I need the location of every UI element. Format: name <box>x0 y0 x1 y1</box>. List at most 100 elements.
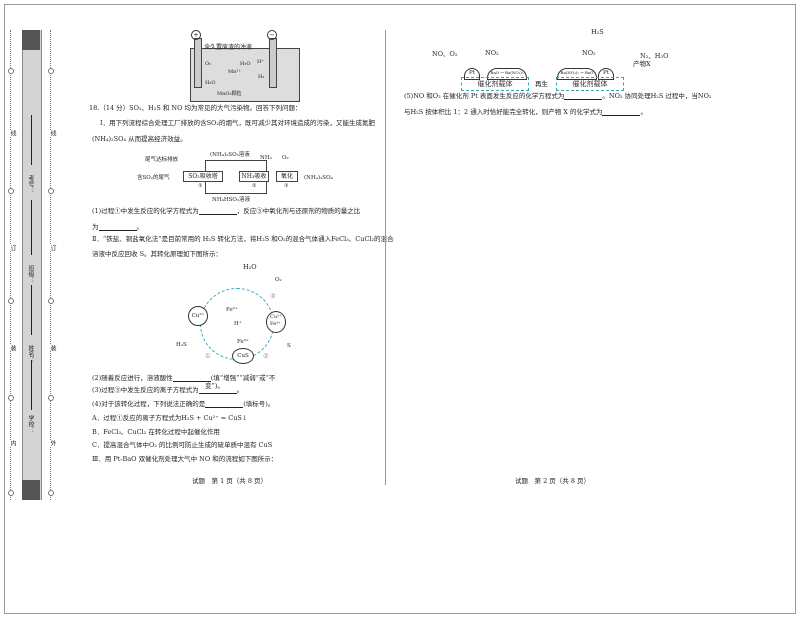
label: Pt <box>464 68 480 80</box>
answer-blank[interactable] <box>198 208 237 215</box>
decoration <box>8 395 14 401</box>
label: CuS <box>232 348 254 364</box>
answer-blank[interactable] <box>172 375 211 382</box>
strip-top-block <box>22 30 40 50</box>
fill-line[interactable] <box>31 360 32 410</box>
label: 催化剂载体 <box>556 77 624 91</box>
label: Cu²⁺ <box>188 306 208 326</box>
label: H⁺ <box>234 321 242 327</box>
mark: 线 <box>48 130 57 136</box>
decoration <box>269 38 277 88</box>
label: 含久置废渣的浊液 <box>204 44 253 51</box>
answer-blank[interactable] <box>98 224 137 231</box>
label: (填“增强”“减弱”或“不 <box>210 374 276 382</box>
label: MnO₂颗粒 <box>217 91 242 97</box>
label: 含SO₂的尾气 <box>137 175 170 181</box>
label: NH₃吸收 <box>239 171 269 182</box>
decoration <box>8 188 14 194</box>
outer-dotted-line <box>10 30 11 500</box>
answer-blank[interactable] <box>205 401 244 408</box>
label: 为 <box>92 223 99 231</box>
label: O₂ <box>275 277 282 283</box>
label: (填标号)。 <box>243 400 275 408</box>
decoration <box>205 181 267 194</box>
label: H⁺ <box>257 59 264 65</box>
mark: 装 <box>48 345 57 351</box>
label: Mn²⁺ <box>228 69 241 75</box>
answer-blank[interactable] <box>602 109 641 116</box>
label: NO₂ <box>582 49 596 57</box>
label: 。 <box>236 386 244 394</box>
label: H₂S <box>176 342 187 348</box>
label: (5)NO 和O₂ 在催化剂 Pt 表面发生反应的化学方程式为 <box>404 92 565 100</box>
decoration <box>8 298 14 304</box>
decoration <box>194 38 202 88</box>
fill-line[interactable] <box>31 285 32 335</box>
decoration <box>48 298 54 304</box>
option-c: C．提高混合气体中O₂ 的比例可防止生成的硫单质中混有 CuS <box>92 441 273 449</box>
decoration <box>190 48 300 102</box>
label: 尾气达标排放 <box>145 157 179 163</box>
label: (NH₄)₂SO₃溶液 <box>210 152 250 158</box>
label: H₂S <box>591 28 604 36</box>
decoration <box>48 395 54 401</box>
q1: (1)过程①中发生反应的化学方程式为，反应③中氧化剂与还原剂的物质的量之比 <box>92 207 360 215</box>
label: N₂、H₂O <box>640 52 669 60</box>
q18-part3: Ⅲ．用 Pt-BaO 双催化剂处理大气中 NO 和的流程如下图所示： <box>92 455 278 463</box>
q18-part2-cont: 溶液中反应回收 S。其转化原理如下图所示： <box>92 250 223 258</box>
label: ② <box>263 352 269 360</box>
label: 。 <box>136 223 144 231</box>
label: S <box>287 343 291 349</box>
decoration <box>8 68 14 74</box>
label: 与H₂S 按体积比 1：2 通入时恰好能完全转化，则产物 X 的化学式为 <box>404 108 603 116</box>
label: 产物X <box>633 60 651 68</box>
fill-line[interactable] <box>31 200 32 255</box>
strip-bottom-block <box>22 480 40 500</box>
field-exam-no: 考号： <box>27 175 34 193</box>
q18-part1: Ⅰ．用下列流程综合处理工厂排放的含SO₂的烟气，既可减少其对环境造成的污染，又能… <box>100 119 375 127</box>
decoration <box>48 490 54 496</box>
label: ③ <box>284 183 289 189</box>
label: H₂O <box>243 263 257 271</box>
mark: 外 <box>48 440 57 446</box>
answer-blank[interactable] <box>564 93 603 100</box>
label: H₂O <box>240 61 251 67</box>
q3: (3)过程③中发生反应的离子方程式为。 <box>92 386 243 394</box>
label: Fe³⁺ <box>237 339 249 345</box>
label: 催化剂载体 <box>461 77 529 91</box>
q5-cont: 与H₂S 按体积比 1：2 通入时恰好能完全转化，则产物 X 的化学式为。 <box>404 108 647 116</box>
decoration <box>266 311 286 333</box>
q4: (4)对于该转化过程，下列说法正确的是(填标号)。 <box>92 400 274 408</box>
label: BaO → Ba(NO₃)₂ <box>487 68 527 80</box>
decoration <box>48 68 54 74</box>
answer-blank[interactable] <box>198 387 237 394</box>
label: NO₂ <box>485 49 499 57</box>
label: Fe³⁺ <box>270 321 281 327</box>
q18-part2: Ⅱ．“铁盐、铜盐氧化法”是目前常用的 H₂S 转化方法，将H₂S 和O₂的混合气… <box>92 235 394 243</box>
mark: 内 <box>8 440 17 446</box>
label: Ba(NO₃)₂ → BaO <box>557 68 597 80</box>
field-name: 姓名： <box>27 345 34 363</box>
label: Pt <box>598 68 614 80</box>
option-b: B．FeCl₃、CuCl₂ 在转化过程中起催化作用 <box>92 428 220 436</box>
label: 。NO₂ 协同处理H₂S 过程中，当NO₂ <box>602 92 712 100</box>
label: (NH₄)₂SO₄ <box>304 175 333 181</box>
label: H₂O <box>205 80 216 86</box>
q2: (2)随着反应进行，溶液酸性(填“增强”“减弱”或“不 <box>92 374 275 382</box>
label: NH₃ <box>260 155 272 161</box>
label: NH₄HSO₃溶液 <box>212 197 251 203</box>
q2-cont: 变”)。 <box>205 382 224 390</box>
fill-line[interactable] <box>31 115 32 165</box>
footer-page-1: 试题 第 1 页（共 8 页） <box>192 477 268 485</box>
label: 再生 <box>535 80 548 88</box>
label: (1)过程①中发生反应的化学方程式为 <box>92 207 199 215</box>
label: ① <box>205 352 211 360</box>
label: 氧化 <box>276 171 298 182</box>
mark: 装 <box>8 345 17 351</box>
label: NO、O₂ <box>432 50 458 58</box>
q5: (5)NO 和O₂ 在催化剂 Pt 表面发生反应的化学方程式为 。NO₂ 协同处理… <box>404 92 712 100</box>
column-divider <box>385 30 386 485</box>
label: ② <box>252 183 257 189</box>
mark: 线 <box>8 130 17 136</box>
